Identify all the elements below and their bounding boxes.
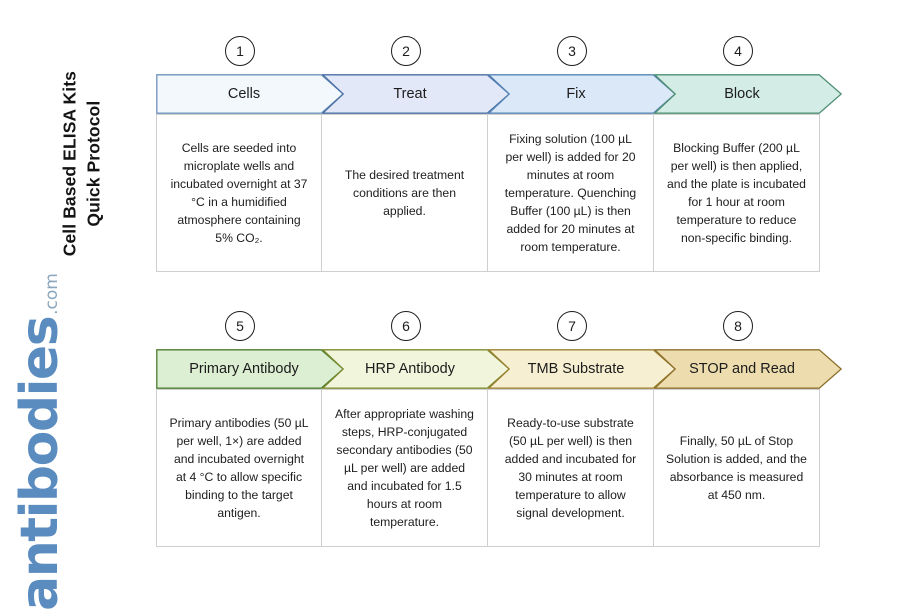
step-label-6: HRP Antibody [364,361,455,377]
step-label-8: STOP and Read [689,361,795,377]
step-banner-4[interactable]: Block [654,74,842,114]
step-label-1: Cells [227,86,261,102]
chevron-shape-icon [322,349,510,389]
step-number-5: 5 [225,311,255,341]
step-number-6: 6 [391,311,421,341]
step-banner-row-2: Primary Antibody HRP Antibody TMB Substrat… [156,349,844,389]
step-description-row-1: Cells are seeded into microplate wells a… [156,114,844,272]
step-description-card-5: Primary antibodies (50 µL per well, 1×) … [156,389,322,547]
step-description-card-8: Finally, 50 µL of Stop Solution is added… [654,389,820,547]
step-description-card-7: Ready-to-use substrate (50 µL per well) … [488,389,654,547]
protocol-diagram: Cell Based ELISA Kits Quick Protocol ant… [10,34,844,611]
step-description-text-1: Cells are seeded into microplate wells a… [170,140,308,246]
step-description-text-4: Blocking Buffer (200 µL per well) is the… [667,140,806,246]
step-banner-8[interactable]: STOP and Read [654,349,842,389]
step-label-3: Fix [566,86,586,102]
chevron-shape-icon [488,349,676,389]
step-description-card-4: Blocking Buffer (200 µL per well) is the… [654,114,820,272]
step-banner-1[interactable]: Cells [156,74,344,114]
step-banner-3[interactable]: Fix [488,74,676,114]
step-number-2: 2 [391,36,421,66]
step-label-7: TMB Substrate [527,361,625,377]
step-description-card-6: After appropriate washing steps, HRP-con… [322,389,488,547]
page-title-line-1: Cell Based ELISA Kits [59,71,80,257]
flow-row-2: 5 6 7 8 Primary Antibody HRP Antibody TMB Sub… [156,311,844,547]
step-description-row-2: Primary antibodies (50 µL per well, 1×) … [156,389,844,547]
step-description-text-2: The desired treatment conditions are the… [344,167,465,219]
step-description-card-2: The desired treatment conditions are the… [322,114,488,272]
flow-row-1: 1 2 3 4 Cells Treat Fix Block Cells are seeded… [156,36,844,272]
logo-domain-suffix: .com [42,273,62,315]
step-banner-6[interactable]: HRP Antibody [322,349,510,389]
step-description-text-7: Ready-to-use substrate (50 µL per well) … [504,415,637,521]
page-title: Cell Based ELISA Kits Quick Protocol [58,34,105,294]
step-description-text-5: Primary antibodies (50 µL per well, 1×) … [169,415,309,521]
step-description-text-6: After appropriate washing steps, HRP-con… [335,406,474,530]
antibodies-logo: antibodies .com [10,273,78,611]
step-description-text-3: Fixing solution (100 µL per well) is add… [504,131,637,255]
step-banner-2[interactable]: Treat [322,74,510,114]
step-number-row-1: 1 2 3 4 [156,36,844,68]
step-number-1: 1 [225,36,255,66]
step-description-card-1: Cells are seeded into microplate wells a… [156,114,322,272]
step-number-row-2: 5 6 7 8 [156,311,844,343]
chevron-shape-icon [654,74,842,114]
step-description-card-3: Fixing solution (100 µL per well) is add… [488,114,654,272]
step-description-text-8: Finally, 50 µL of Stop Solution is added… [666,433,807,503]
step-number-8: 8 [723,311,753,341]
step-banner-row-1: Cells Treat Fix Block [156,74,844,114]
step-label-4: Block [724,86,760,102]
chevron-shape-icon [488,74,676,114]
chevron-shape-icon [322,74,510,114]
page-title-line-2: Quick Protocol [83,100,103,227]
step-banner-5[interactable]: Primary Antibody [156,349,344,389]
step-banner-7[interactable]: TMB Substrate [488,349,676,389]
logo-wordmark: antibodies [10,316,70,611]
step-number-3: 3 [557,36,587,66]
step-label-5: Primary Antibody [189,361,299,377]
step-number-7: 7 [557,311,587,341]
step-number-4: 4 [723,36,753,66]
step-label-2: Treat [393,86,427,102]
chevron-shape-icon [654,349,842,389]
